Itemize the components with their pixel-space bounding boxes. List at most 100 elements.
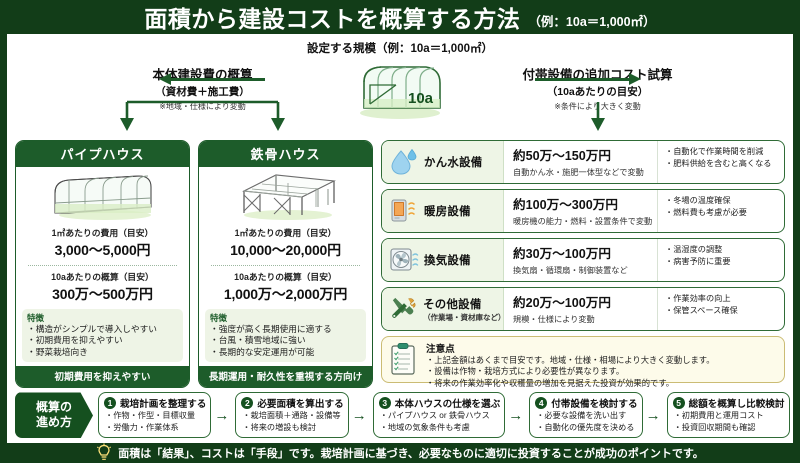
equipment-note: 換気扇・循環扇・制御装置など (513, 266, 628, 275)
step-card-3: 3 本体ハウスの仕様を選ぶ ・パイプハウス or 鉄骨ハウス ・地域の気象条件も… (372, 392, 506, 439)
feature-title: 特徴 (210, 313, 228, 323)
caution-item: ・上記金額はあくまで目安です。地域・仕様・相場により大きく変動します。 (426, 355, 715, 365)
equipment-label-cell: 換気設備 (382, 239, 504, 281)
step-arrow-icon: → (645, 406, 661, 424)
equipment-bullet: ・病害予防に重要 (665, 256, 731, 266)
scale-heading: 設定する規模（例：10a＝1,000㎡） (307, 43, 493, 55)
equipment-price: 約50万〜150万円 (513, 149, 611, 163)
house-card-footer: 長期運用・耐久性を重視する方向け (199, 366, 372, 388)
feature-item: ・初期費用を抑えやすい (27, 335, 123, 346)
step-number: 5 (672, 397, 685, 410)
equipment-price-cell: 約100万〜300万円 暖房機の能力・燃料・設置条件で変動 (504, 190, 658, 232)
equipment-name: 換気設備 (424, 255, 471, 267)
step-number: 3 (378, 397, 391, 410)
steps-row: 概算の 進め方 1 栽培計画を整理する ・作物・作型・目標収量 ・労働力・作業体… (15, 388, 790, 441)
equipment-note: 自動かん水・施肥一体型などで変動 (513, 168, 644, 177)
fan-icon (390, 248, 419, 271)
step-title: 栽培計画を整理する (120, 399, 207, 411)
equipment-subname: （作業場・資材庫など） (423, 312, 506, 322)
house-card-steel: 鉄骨ハウス 1㎡あ (198, 140, 373, 389)
left-branch-subtitle: （資材費＋施工費） (155, 86, 250, 98)
feature-title: 特徴 (27, 313, 45, 323)
step-line: ・自動化の優先度を決める (536, 422, 635, 432)
equipment-bullet: ・自動化で作業時間を削減 (665, 147, 764, 156)
feature-item: ・長期的な安定運用が可能 (210, 346, 315, 357)
step-line: ・パイプハウス or 鉄骨ハウス (379, 411, 490, 421)
step-line: ・作物・作型・目標収量 (105, 411, 196, 421)
tools-icon (392, 297, 416, 318)
equipment-bullet: ・肥料供給を含むと高くなる (665, 158, 772, 168)
caution-title: 注意点 (426, 344, 455, 355)
equipment-bullet: ・温湿度の調整 (665, 245, 723, 254)
equipment-price: 約20万〜100万円 (513, 296, 611, 310)
arrow-right-icon (535, 73, 641, 85)
step-line: ・将来の増設も検討 (242, 422, 317, 432)
equipment-price: 約100万〜300万円 (513, 198, 618, 212)
equipment-bullet: ・保管スペース確保 (665, 305, 738, 315)
steps-badge-line1: 概算の (35, 400, 72, 415)
house-card-pipe: パイプハウス (15, 140, 190, 389)
step-line: ・投資回収期間も確認 (673, 422, 756, 432)
scale-icon-col: 10a (340, 56, 460, 125)
lightbulb-icon (97, 443, 112, 461)
step-title: 必要面積を算出する (257, 399, 344, 411)
step-title: 本体ハウスの仕様を選ぶ (394, 399, 501, 411)
step-card-4: 4 付帯設備を検討する ・必要な設備を洗い出す ・自動化の優先度を決める (529, 392, 643, 439)
caution-item: ・設備は作物・栽培方式により必要性が異なります。 (426, 366, 625, 377)
unit-cost-label: 1㎡あたりの費用（目安） (234, 228, 337, 238)
unit-cost-block: 1㎡あたりの費用（目安） 10,000〜20,000円 (199, 225, 372, 262)
page-title-note: （例：10a＝1,000㎡） (528, 14, 656, 29)
equipment-row-water: かん水設備 約50万〜150万円 自動かん水・施肥一体型などで変動 ・自動化で作… (381, 140, 785, 184)
unit-cost-label: 1㎡あたりの費用（目安） (51, 228, 154, 238)
arrow-left-icon (159, 73, 265, 85)
arrow-down-icon (590, 102, 605, 131)
divider (28, 265, 177, 266)
branch-row: 本体建設費の概算 （資材費＋施工費） ※地域・仕様により変動 (15, 56, 785, 134)
steps-badge: 概算の 進め方 (15, 392, 93, 439)
unit-cost-value: 3,000〜5,000円 (54, 242, 151, 258)
equipment-price-cell: 約30万〜100万円 換気扇・循環扇・制御装置など (504, 239, 658, 281)
left-branch: 本体建設費の概算 （資材費＋施工費） ※地域・仕様により変動 (65, 56, 340, 131)
equipment-bullets-cell: ・作業効率の向上 ・保管スペース確保 (658, 288, 784, 330)
house-card-title: パイプハウス (16, 141, 189, 167)
equipment-label-cell: かん水設備 (382, 141, 504, 183)
total-cost-value: 300万〜500万円 (52, 286, 153, 302)
step-arrow-icon: → (214, 406, 230, 424)
caution-item: ・将来の作業効率化や収穫量の増加を見据えた投資が効果的です。 (426, 377, 675, 388)
greenhouse-icon: 10a (348, 58, 452, 125)
title-bar: 面積から建設コストを概算する方法 （例：10a＝1,000㎡） (0, 0, 800, 34)
right-branch: 付帯設備の追加コスト試算 （10aあたりの目安） ※条件により大きく変動 (460, 56, 735, 131)
footer-text: 面積は「結果」、コストは「手段」です。栽培計画に基づき、必要なものに適切に投資す… (118, 448, 704, 461)
total-cost-label: 10aあたりの概算（目安） (234, 272, 337, 282)
equipment-row-heating: 暖房設備 約100万〜300万円 暖房機の能力・燃料・設置条件で変動 ・冬場の温… (381, 189, 785, 233)
left-branch-note: ※地域・仕様により変動 (159, 102, 246, 111)
caution-box: 注意点 ・上記金額はあくまで目安です。地域・仕様・相場により大きく変動します。 … (381, 336, 785, 388)
steps-badge-line2: 進め方 (35, 415, 72, 430)
page-title: 面積から建設コストを概算する方法 (144, 6, 521, 32)
greenhouse-icon-label: 10a (408, 90, 434, 107)
equipment-bullet: ・冬場の温度確保 (665, 196, 731, 205)
house-card-title: 鉄骨ハウス (199, 141, 372, 167)
step-number: 4 (535, 397, 548, 410)
step-line: ・必要な設備を洗い出す (536, 411, 627, 421)
unit-cost-value: 10,000〜20,000円 (230, 242, 341, 258)
pipe-house-icon (16, 167, 189, 225)
total-cost-label: 10aあたりの概算（目安） (51, 272, 154, 282)
equipment-label-cell: その他設備 （作業場・資材庫など） (382, 288, 506, 330)
feature-item: ・野菜栽培向き (27, 346, 88, 357)
step-card-5: 5 総額を概算し比較検討 ・初期費用と運用コスト ・投資回収期間も確認 (666, 392, 790, 439)
equipment-list: かん水設備 約50万〜150万円 自動かん水・施肥一体型などで変動 ・自動化で作… (381, 140, 785, 388)
main-row: パイプハウス (15, 134, 785, 389)
water-drop-icon (391, 148, 417, 175)
step-card-1: 1 栽培計画を整理する ・作物・作型・目標収量 ・労働力・作業体系 (98, 392, 212, 439)
equipment-name: その他設備 (423, 298, 482, 311)
heater-icon (391, 199, 415, 222)
equipment-row-other: その他設備 （作業場・資材庫など） 約20万〜100万円 規模・仕様により変動 … (381, 287, 785, 331)
equipment-note: 暖房機の能力・燃料・設置条件で変動 (513, 217, 653, 226)
equipment-note: 規模・仕様により変動 (513, 315, 595, 324)
step-line: ・初期費用と運用コスト (673, 411, 764, 421)
feature-item: ・台風・積雪地域に強い (210, 335, 306, 346)
equipment-price-cell: 約50万〜150万円 自動かん水・施肥一体型などで変動 (504, 141, 658, 183)
equipment-price-cell: 約20万〜100万円 規模・仕様により変動 (504, 288, 658, 330)
step-line: ・地域の気象条件も考慮 (379, 422, 470, 432)
